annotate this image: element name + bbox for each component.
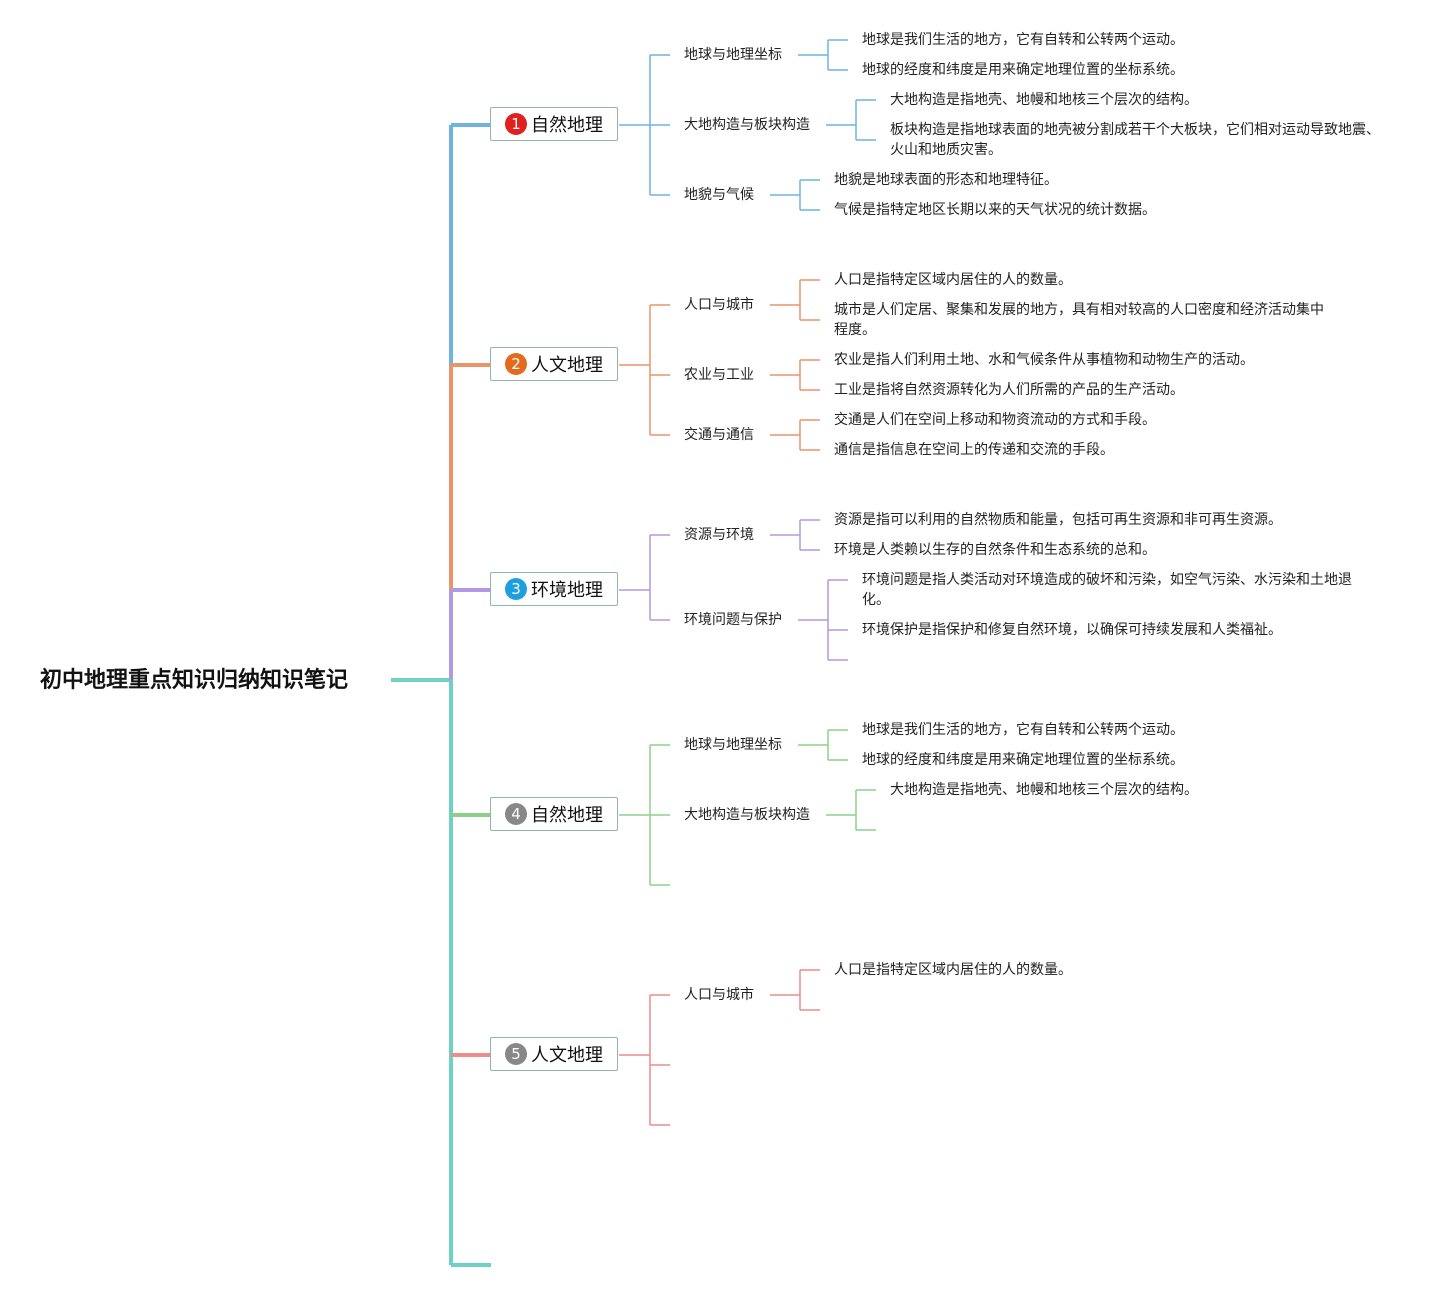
point-text[interactable]: 地球的经度和纬度是用来确定地理位置的坐标系统。 (862, 752, 1184, 768)
point-text[interactable]: 交通是人们在空间上移动和物资流动的方式和手段。 (834, 412, 1156, 428)
branch-label: 自然地理 (531, 805, 603, 826)
topic-node[interactable]: 人口与城市 (684, 987, 754, 1003)
number-badge-icon: 2 (505, 353, 527, 375)
branch-node-4[interactable]: 4 自然地理 (490, 797, 618, 831)
point-text[interactable]: 气候是指特定地区长期以来的天气状况的统计数据。 (834, 202, 1156, 218)
point-text[interactable]: 环境是人类赖以生存的自然条件和生态系统的总和。 (834, 542, 1156, 558)
branch-label: 环境地理 (531, 580, 603, 601)
point-text[interactable]: 人口是指特定区域内居住的人的数量。 (834, 962, 1072, 978)
point-text[interactable]: 地球是我们生活的地方，它有自转和公转两个运动。 (862, 32, 1184, 48)
number-badge-icon: 1 (505, 113, 527, 135)
topic-node[interactable]: 地球与地理坐标 (684, 737, 782, 753)
number-badge-icon: 4 (505, 803, 527, 825)
topic-node[interactable]: 地貌与气候 (684, 187, 754, 203)
point-text[interactable]: 人口是指特定区域内居住的人的数量。 (834, 272, 1072, 288)
topic-node[interactable]: 地球与地理坐标 (684, 47, 782, 63)
topic-node[interactable]: 交通与通信 (684, 427, 754, 443)
number-badge-icon: 5 (505, 1043, 527, 1065)
topic-node[interactable]: 人口与城市 (684, 297, 754, 313)
branch-node-5[interactable]: 5 人文地理 (490, 1037, 618, 1071)
root-title[interactable]: 初中地理重点知识归纳知识笔记 (40, 668, 349, 693)
topic-node[interactable]: 大地构造与板块构造 (684, 807, 810, 823)
branch-label: 人文地理 (531, 1045, 603, 1066)
topic-node[interactable]: 农业与工业 (684, 367, 754, 383)
point-text[interactable]: 大地构造是指地壳、地幔和地核三个层次的结构。 (890, 92, 1198, 108)
topic-node[interactable]: 资源与环境 (684, 527, 754, 543)
point-text[interactable]: 环境保护是指保护和修复自然环境，以确保可持续发展和人类福祉。 (862, 622, 1282, 638)
point-text[interactable]: 城市是人们定居、聚集和发展的地方，具有相对较高的人口密度和经济活动集中程度。 (834, 302, 1324, 338)
point-text[interactable]: 环境问题是指人类活动对环境造成的破坏和污染，如空气污染、水污染和土地退化。 (862, 572, 1352, 608)
branch-label: 自然地理 (531, 115, 603, 136)
topic-node[interactable]: 环境问题与保护 (684, 612, 782, 628)
point-text[interactable]: 地球是我们生活的地方，它有自转和公转两个运动。 (862, 722, 1184, 738)
point-text[interactable]: 农业是指人们利用土地、水和气候条件从事植物和动物生产的活动。 (834, 352, 1254, 368)
point-text[interactable]: 资源是指可以利用的自然物质和能量，包括可再生资源和非可再生资源。 (834, 512, 1282, 528)
point-text[interactable]: 板块构造是指地球表面的地壳被分割成若干个大板块，它们相对运动导致地震、火山和地质… (890, 122, 1380, 158)
number-badge-icon: 3 (505, 578, 527, 600)
branch-node-3[interactable]: 3 环境地理 (490, 572, 618, 606)
topic-node[interactable]: 大地构造与板块构造 (684, 117, 810, 133)
branch-node-1[interactable]: 1 自然地理 (490, 107, 618, 141)
point-text[interactable]: 地球的经度和纬度是用来确定地理位置的坐标系统。 (862, 62, 1184, 78)
point-text[interactable]: 工业是指将自然资源转化为人们所需的产品的生产活动。 (834, 382, 1184, 398)
point-text[interactable]: 通信是指信息在空间上的传递和交流的手段。 (834, 442, 1114, 458)
branch-label: 人文地理 (531, 355, 603, 376)
point-text[interactable]: 地貌是地球表面的形态和地理特征。 (834, 172, 1058, 188)
point-text[interactable]: 大地构造是指地壳、地幔和地核三个层次的结构。 (890, 782, 1198, 798)
branch-node-2[interactable]: 2 人文地理 (490, 347, 618, 381)
